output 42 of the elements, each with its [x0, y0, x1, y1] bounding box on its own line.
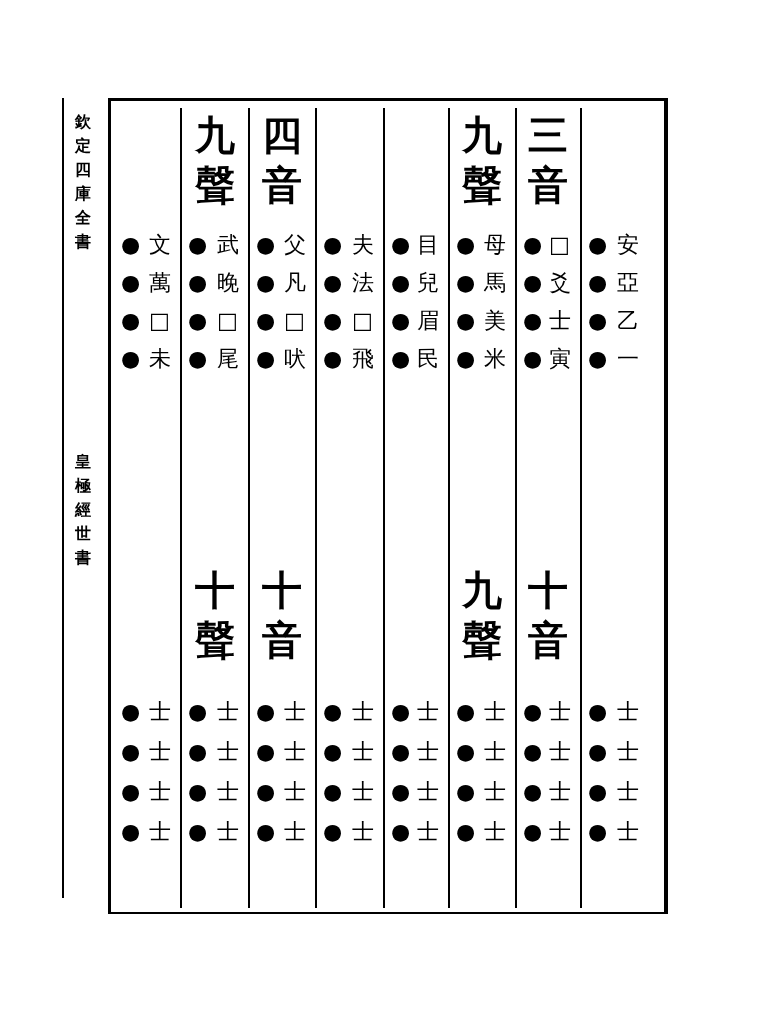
- dot-marks: ●●●●: [521, 231, 544, 373]
- margin-title: 皇極經世書: [74, 451, 91, 569]
- column-text: 士士士士: [216, 698, 239, 846]
- dot-marks: ●●●●: [119, 698, 142, 846]
- column-text: 文萬□未: [148, 231, 171, 373]
- dot-marks: ●●●●: [254, 698, 277, 846]
- dot-marks: ●●●●: [454, 231, 477, 373]
- dot-marks: ●●●●: [389, 698, 412, 846]
- column-text: □爻士寅: [548, 231, 571, 373]
- column-text: 母馬美米: [483, 231, 506, 373]
- column-heading: 九聲: [461, 110, 503, 210]
- dot-marks: ●●●●: [321, 231, 344, 373]
- dot-marks: ●●●●: [454, 698, 477, 846]
- dot-marks: ●●●●: [389, 231, 412, 373]
- column-text: 士士士士: [351, 698, 374, 846]
- dot-marks: ●●●●: [186, 231, 209, 373]
- column-heading: 三音: [527, 110, 569, 210]
- column-text: 士士士士: [548, 698, 571, 846]
- margin-title: 欽定四庫全書: [74, 111, 91, 253]
- column-text: 士士士士: [416, 698, 439, 846]
- column-text: 安亞乙一: [616, 231, 639, 373]
- dot-marks: ●●●●: [586, 698, 609, 846]
- column-text: 士士士士: [148, 698, 171, 846]
- column-text: 父凡□吠: [283, 231, 306, 373]
- dot-marks: ●●●●: [254, 231, 277, 373]
- column-text: 夫法□飛: [351, 231, 374, 373]
- dot-marks: ●●●●: [119, 231, 142, 373]
- dot-marks: ●●●●: [586, 231, 609, 373]
- column-heading: 十聲: [194, 565, 235, 665]
- column-text: 士士士士: [483, 698, 506, 846]
- column-heading: 九聲: [194, 110, 235, 210]
- column-text: 目兒眉民: [416, 231, 439, 373]
- column-text: 武晚□尾: [216, 231, 239, 373]
- column-text: 士士士士: [283, 698, 306, 846]
- column-heading: 九聲: [461, 565, 503, 665]
- dot-marks: ●●●●: [521, 698, 544, 846]
- column-heading: 十音: [527, 565, 569, 665]
- dot-marks: ●●●●: [186, 698, 209, 846]
- column-text: 士士士士: [616, 698, 639, 846]
- column-heading: 十音: [261, 565, 303, 665]
- column-heading: 四音: [261, 110, 303, 210]
- dot-marks: ●●●●: [321, 698, 344, 846]
